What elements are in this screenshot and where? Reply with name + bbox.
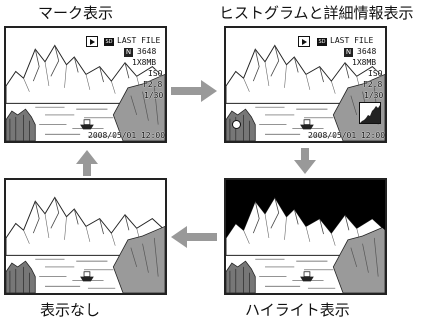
datetime-text: 2008/05/01 12:00 <box>88 131 166 140</box>
file-label: LAST FILE <box>330 36 374 45</box>
arrow-up <box>76 150 98 176</box>
filesize-text: 1X8MB <box>352 58 377 67</box>
histogram-graph <box>360 105 380 123</box>
screen-mark-display: SD LAST FILE N 3648 1X8MB ISO F2.8 1/30 … <box>4 26 167 143</box>
caption-mark-display: マーク表示 <box>38 4 114 22</box>
screen-no-display <box>4 178 167 295</box>
play-icon <box>86 36 98 47</box>
datetime-text: 2008/05/01 12:00 <box>308 131 386 140</box>
caption-no-display: 表示なし <box>40 301 101 319</box>
file-label: LAST FILE <box>117 36 161 45</box>
caption-histogram-display: ヒストグラムと詳細情報表示 <box>219 4 414 22</box>
shutter-text: 1/30 <box>144 91 164 100</box>
quality-icon: N <box>124 48 133 57</box>
quality-icon: N <box>344 48 353 57</box>
resolution-text: 3648 <box>137 47 157 56</box>
filesize-text: 1X8MB <box>132 58 157 67</box>
arrow-down <box>294 148 316 174</box>
screen-histogram-display: SD LAST FILE N 3648 1X8MB ISO F2.8 1/30 … <box>224 26 387 143</box>
highlight-blackout <box>226 180 385 238</box>
caption-highlight-display: ハイライト表示 <box>245 301 350 319</box>
resolution-text: 3648 <box>357 47 377 56</box>
landscape-image <box>6 180 165 293</box>
fstop-text: F2.8 <box>143 80 163 89</box>
fstop-text: F2.8 <box>363 80 383 89</box>
iso-text: ISO <box>368 69 383 78</box>
sd-card-icon: SD <box>104 38 114 46</box>
arrow-right <box>171 80 217 102</box>
play-icon <box>298 36 310 47</box>
iso-text: ISO <box>148 69 163 78</box>
arrow-left <box>171 226 217 248</box>
screen-highlight-display <box>224 178 387 295</box>
landscape-image <box>226 180 385 293</box>
lock-icon <box>232 120 241 129</box>
histogram-icon <box>359 102 381 124</box>
sd-card-icon: SD <box>317 38 327 46</box>
shutter-text: 1/30 <box>364 91 384 100</box>
